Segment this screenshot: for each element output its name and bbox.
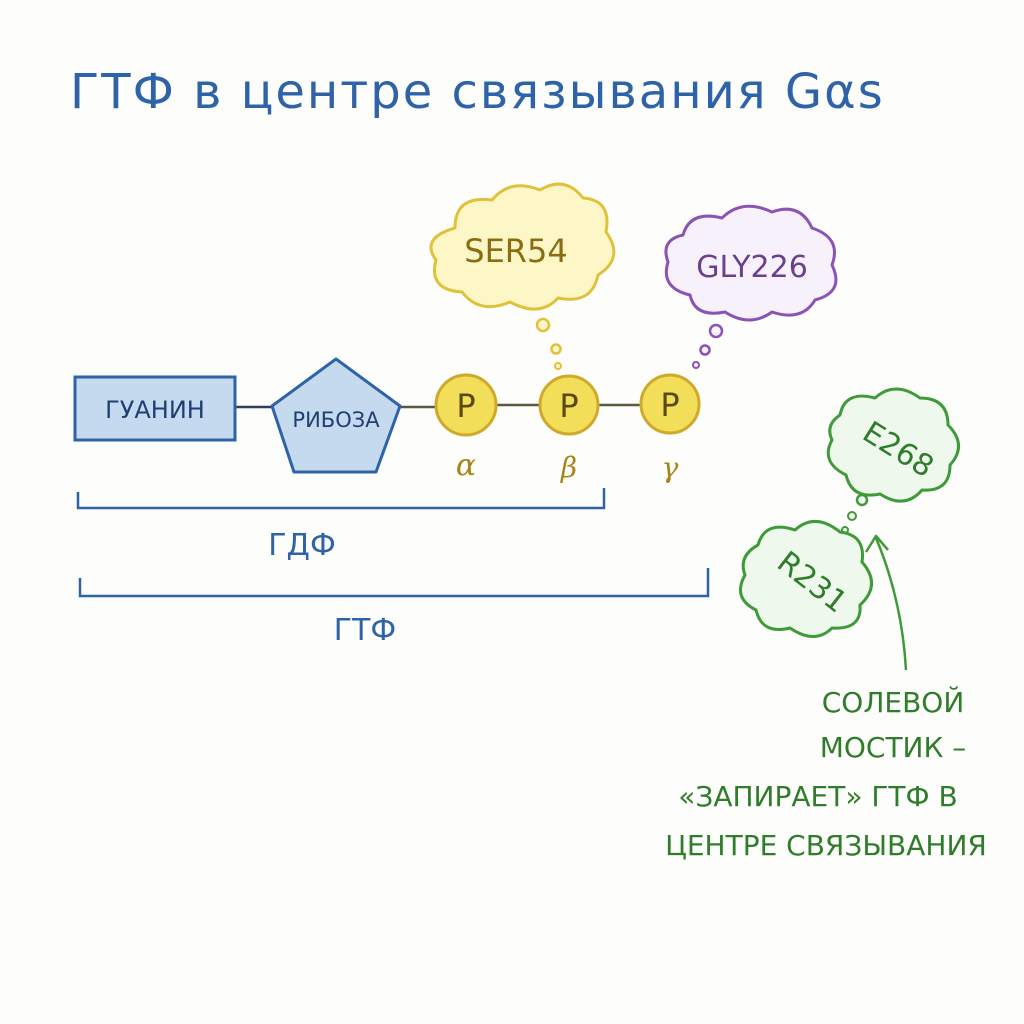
phosphate-gamma: P γ	[639, 373, 701, 484]
phosphate-gamma-greek: γ	[662, 451, 679, 484]
gdp-bracket: ГДФ	[76, 488, 606, 563]
salt-bridge-arrow	[864, 534, 908, 671]
phosphate-alpha-symbol: P	[456, 387, 475, 425]
guanine-label: ГУАНИН	[105, 396, 205, 424]
gly226-label: GLY226	[696, 250, 808, 285]
e268-cloud: E268	[826, 387, 960, 534]
ribose-label: РИБОЗА	[292, 408, 380, 432]
ribose-pentagon: РИБОЗА	[270, 357, 402, 474]
guanine-box: ГУАНИН	[73, 375, 237, 442]
r231-cloud: R231	[738, 520, 873, 638]
phosphate-beta-symbol: P	[559, 387, 578, 425]
phosphate-beta: P β	[538, 374, 600, 484]
gtp-label: ГТФ	[334, 613, 396, 648]
note-line-1: СОЛЕВОЙ	[822, 685, 965, 719]
phosphate-alpha: P α	[434, 373, 498, 483]
gly226-cloud: GLY226	[664, 204, 838, 369]
phosphate-beta-greek: β	[560, 451, 577, 484]
gdp-label: ГДФ	[268, 528, 336, 563]
ser54-label: SER54	[464, 232, 567, 270]
note-line-4: ЦЕНТРЕ СВЯЗЫВАНИЯ	[665, 829, 987, 862]
diagram-title: ГТФ в центре связывания Gαs	[70, 64, 885, 120]
phosphate-alpha-greek: α	[456, 448, 476, 483]
note-line-2: МОСТИК –	[820, 731, 967, 764]
note-line-3: «ЗАПИРАЕТ» ГТФ В	[678, 780, 958, 813]
ser54-cloud: SER54	[429, 182, 616, 370]
gtp-bracket: ГТФ	[78, 568, 710, 648]
phosphate-gamma-symbol: P	[660, 386, 679, 424]
salt-bridge-note: СОЛЕВОЙ МОСТИК – «ЗАПИРАЕТ» ГТФ В ЦЕНТРЕ…	[665, 685, 987, 862]
